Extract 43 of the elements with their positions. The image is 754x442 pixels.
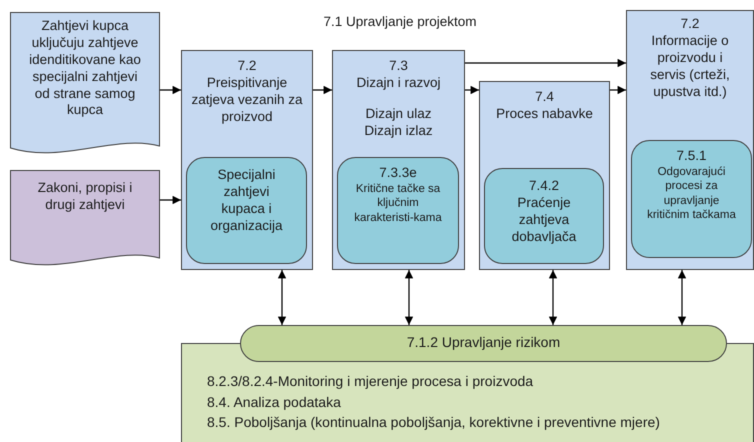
section-number: 7.3 <box>388 58 409 75</box>
node-text: Informacije o proizvodu i servis (crteži, upustva itd.) <box>649 32 731 100</box>
subprocess-box <box>484 168 604 264</box>
node-text: Odgovarajući procesi za upravljanje kritičnim tačkama <box>647 164 736 222</box>
arrow <box>404 270 414 325</box>
section-number: 7.2 <box>236 58 258 75</box>
node-text: Proces nabavke <box>495 106 594 123</box>
arrow <box>610 86 626 94</box>
section-number: 7.5.1 <box>675 148 708 165</box>
node-text: Zakoni, propisi i drugi zahtjevi <box>36 180 134 214</box>
section-number: 7.2 <box>680 16 700 33</box>
node-text: Specijalni zahtjevi kupaca i organizacija <box>209 167 284 234</box>
arrow <box>548 270 558 325</box>
risk-management-pill <box>240 325 727 362</box>
arrow <box>278 270 286 325</box>
arrow <box>465 86 479 94</box>
process-box <box>181 50 313 270</box>
arrow <box>678 270 686 325</box>
diagram-title: 7.1 Upravljanje projektom <box>322 14 478 29</box>
node-text: Dizajn izlaz <box>363 122 434 140</box>
node-text: 8.4. Analiza podataka <box>207 394 342 411</box>
process-box <box>479 81 610 270</box>
node-text: 8.2.3/8.2.4-Monitoring i mjerenje procesa i proizvoda <box>207 373 534 390</box>
section-number: 7.3.3e <box>378 165 418 182</box>
node-text: 7.1.2 Upravljanje rizikom <box>406 334 562 352</box>
subprocess-box <box>631 140 752 258</box>
arrow <box>465 58 626 68</box>
node-text: Dizajn ulaz <box>364 106 433 123</box>
node-text: Dizajn i razvoj <box>355 74 442 92</box>
node-text: 8.5. Poboljšanja (kontinualna poboljšanja, korektivne i preventivne mjere) <box>207 414 661 432</box>
node-text: Zahtjevi kupca uključuju zahtjeve idenditikovane kao specijalni zahtjevi od strane samog kupca <box>28 18 142 120</box>
process-box <box>626 10 754 270</box>
node-text: Preispitivanje zatjeva vezanih za proizvod <box>191 74 303 126</box>
section-number: 7.4 <box>534 89 555 106</box>
process-box <box>332 50 465 270</box>
node-text: Praćenje zahtjeva dobavljača <box>510 194 578 246</box>
node-text: Kritične tačke sa ključnim karakteristi-kama <box>353 182 443 225</box>
section-number: 7.4.2 <box>528 178 560 195</box>
arrow <box>160 196 181 204</box>
subprocess-box <box>337 157 459 264</box>
arrow <box>160 86 181 94</box>
subprocess-box <box>186 157 307 264</box>
arrow <box>313 86 332 94</box>
